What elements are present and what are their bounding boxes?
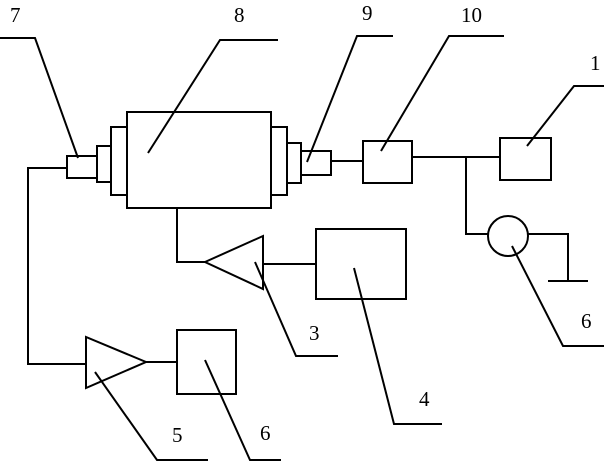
wire-branch-to-6 xyxy=(465,157,488,235)
label-3: 3 xyxy=(309,321,320,345)
box-6 xyxy=(176,329,237,395)
amplifier-5 xyxy=(85,335,149,390)
leader-5 xyxy=(94,371,208,461)
leader-7 xyxy=(0,37,79,159)
leader-10 xyxy=(380,35,504,152)
left-shaft-end-7 xyxy=(66,155,98,179)
leader-4 xyxy=(353,267,442,425)
leader-lines xyxy=(0,35,604,461)
label-1: 1 xyxy=(590,51,601,75)
leader-8 xyxy=(147,39,278,154)
label-6-left: 6 xyxy=(260,421,271,445)
wire-6-to-ground xyxy=(528,233,569,281)
wire-7-to-amp-5 xyxy=(27,167,86,365)
leader-6-left xyxy=(204,359,281,461)
box-1 xyxy=(499,137,552,181)
label-10: 10 xyxy=(461,3,482,27)
right-shaft-end-9 xyxy=(300,150,332,176)
leader-9 xyxy=(306,35,393,163)
box-10 xyxy=(362,140,413,184)
label-8: 8 xyxy=(234,3,245,27)
label-9: 9 xyxy=(362,1,373,25)
label-7: 7 xyxy=(10,3,21,27)
leader-6-right xyxy=(511,245,604,347)
label-5: 5 xyxy=(172,423,183,447)
circle-6 xyxy=(487,215,529,257)
leader-3 xyxy=(254,261,338,357)
label-6-right: 6 xyxy=(581,309,592,333)
label-4: 4 xyxy=(419,387,430,411)
box-4 xyxy=(315,228,407,300)
leader-1 xyxy=(526,85,604,147)
main-cylinder-8 xyxy=(96,111,302,209)
amplifier-3 xyxy=(202,234,264,291)
wire-8-to-amp-3 xyxy=(176,208,205,263)
